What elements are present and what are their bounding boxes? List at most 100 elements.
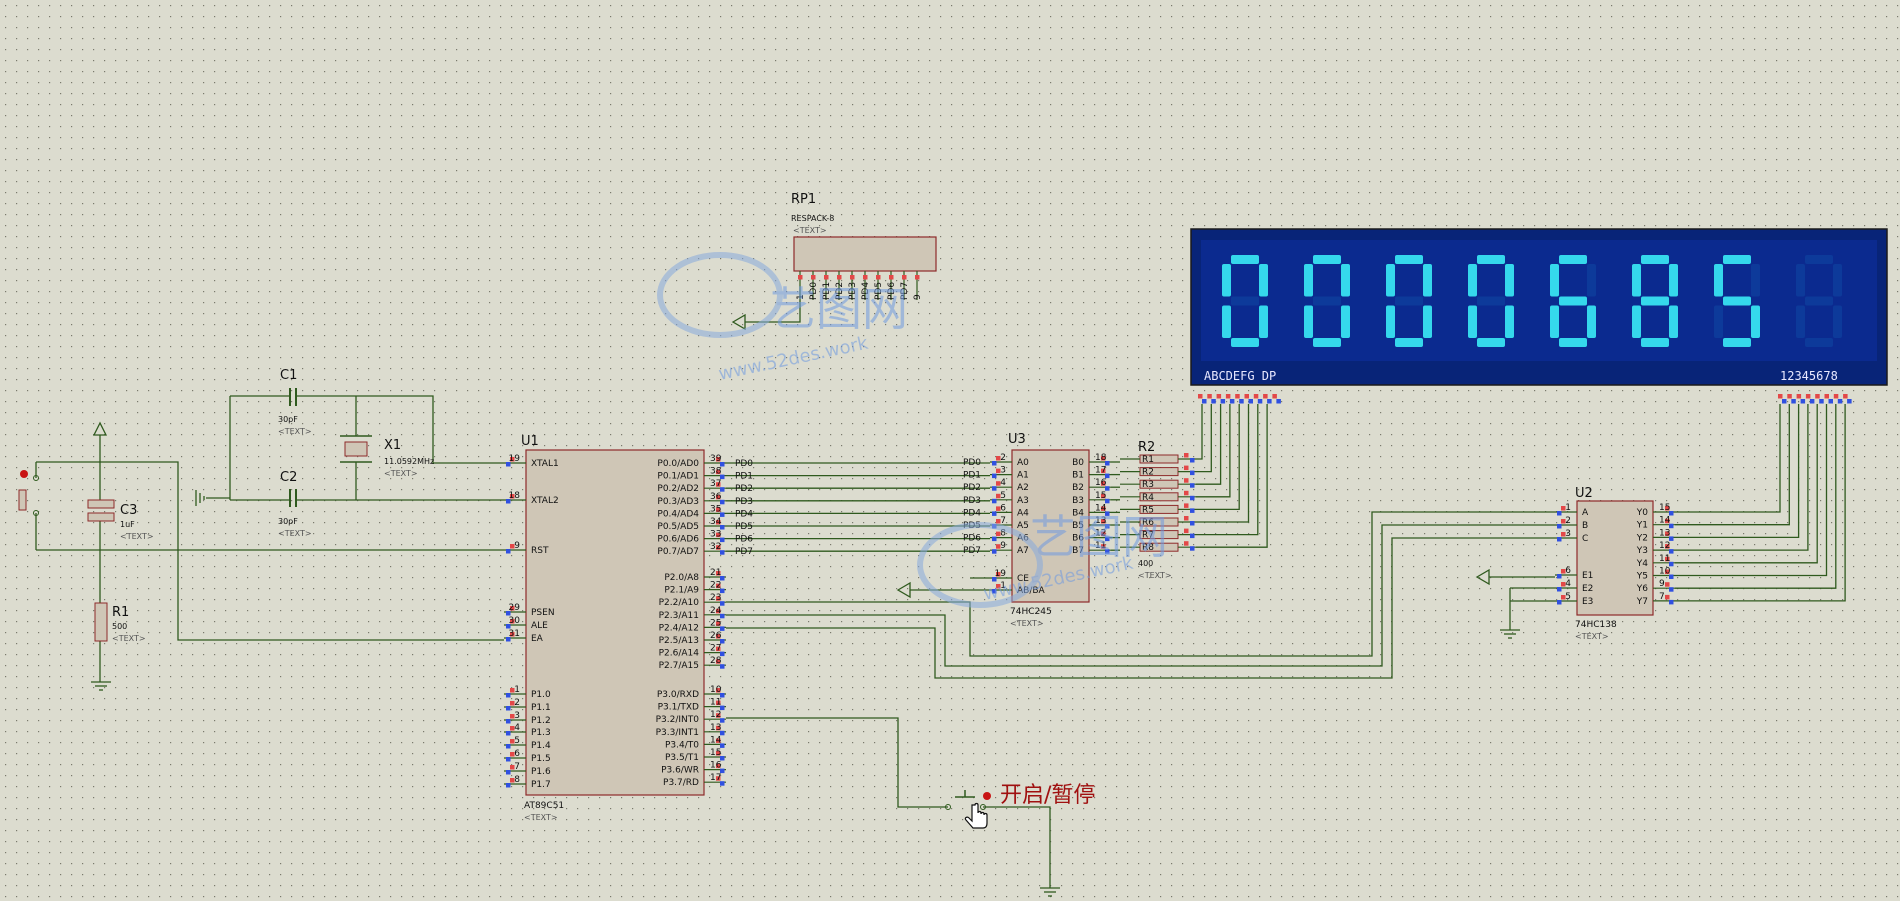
u1-pin-number: 2 [514,698,520,708]
pin-marker [1190,521,1195,526]
segment-c [1423,305,1432,338]
pin-marker [716,469,721,475]
u1-pin-number: 6 [514,749,520,759]
segment-e [1632,305,1641,338]
wire [1675,404,1818,564]
rp1-pin-label: PD3 [848,282,858,300]
r2-resistor-label: R4 [1142,493,1154,503]
pin-marker [1184,490,1189,496]
u3-pin-name: B6 [1072,534,1084,544]
pin-marker [1101,506,1106,511]
pin-marker [1244,394,1249,399]
u1-pin-number: 15 [710,748,721,758]
c2-ref: C2 [280,470,297,485]
u1-microcontroller[interactable]: U1 XTAL119XTAL218RST9PSEN29ALE30EA31P1.0… [504,434,753,822]
pin-marker [992,536,997,542]
r2-value: 400 [1138,559,1153,568]
u1-net-label: PD1 [735,472,753,482]
segment-f [1386,264,1395,297]
u3-bus-transceiver[interactable]: U3 A02PD0A13PD1A24PD2A35PD3A46PD4A57PD5A… [963,432,1111,628]
u1-pin-number: 13 [710,723,721,733]
pin-marker [1184,541,1189,546]
pin-marker [510,765,515,770]
pin-marker [1101,544,1106,549]
vcc-symbol-rp1 [731,313,746,331]
u3-pin-name: B7 [1072,546,1084,556]
start-pause-button[interactable]: 开启/暂停 [945,783,1096,829]
r1-resistor[interactable]: R1 500 <TEXT> [94,602,146,643]
u2-pin-name: Y0 [1636,508,1648,518]
pin-marker [1190,483,1195,488]
u2-value: 74HC138 [1575,620,1617,630]
segment-c [1833,305,1842,338]
pin-marker [863,275,868,280]
u3-pin-number: 2 [1000,453,1006,463]
segment-g [1641,296,1669,306]
wire [1196,404,1212,473]
wire [726,524,1555,667]
u3-pin-name: AB/BA [1017,586,1046,596]
pin-marker [506,757,511,762]
c2-capacitor[interactable]: C2 30pF <TEXT> [278,470,312,538]
wire [1675,404,1800,539]
seven-segment-display[interactable]: ABCDEFG DP 12345678 [1190,228,1888,404]
pin-marker [996,468,1001,474]
u3-pin-number: 1 [1000,581,1006,591]
pin-marker [889,275,894,280]
u1-net-label: PD3 [735,497,753,507]
segment-a [1313,255,1341,264]
c3-capacitor[interactable]: C3 1uF <TEXT> [87,499,154,541]
reset-button[interactable] [18,470,39,516]
segment-a [1231,255,1259,264]
segment-g [1559,296,1587,306]
x1-crystal[interactable]: X1 11.0592MHz <TEXT> [340,435,434,478]
u3-pin-name: B3 [1072,496,1084,506]
u3-pin-number: 13 [1095,516,1106,526]
r2-resistor-label: R6 [1142,518,1154,528]
pin-marker [1557,600,1562,605]
x1-value: 11.0592MHz [384,457,434,466]
wire [1196,404,1240,511]
segment-e [1796,305,1805,338]
u2-pin-name: Y6 [1636,584,1648,594]
pin-marker [720,756,725,761]
c3-value: 1uF [120,520,135,529]
segment-d [1559,338,1587,347]
u1-pin-number: 8 [514,775,520,785]
u1-net-label: PD6 [735,535,753,545]
segment-g [1723,296,1751,306]
segment-f [1222,264,1231,297]
u1-pin-name: P1.6 [531,767,551,777]
vcc-symbol-u3 [896,581,911,599]
pin-marker [996,481,1001,486]
pin-marker [811,275,816,280]
pin-marker [996,519,1001,524]
u1-pin-number: 29 [509,603,521,613]
u1-body [525,449,705,796]
u1-pin-name: P0.1/AD1 [657,472,699,482]
wires [35,300,1846,888]
segment-f [1304,264,1313,297]
pin-marker [1184,503,1189,508]
segment-d [1641,338,1669,347]
u3-pin-name: B4 [1072,508,1084,518]
pin-marker [720,512,725,517]
rp1-body [793,236,937,272]
u3-net-label: PD0 [963,458,981,468]
wire [296,395,504,464]
pin-marker [506,462,511,467]
u2-pin-number: 1 [1565,503,1571,513]
u1-pin-name: ALE [531,621,548,631]
pin-marker [720,693,725,698]
u3-pin-number: 18 [1095,453,1107,463]
rp1-pin-label: PD5 [874,282,884,300]
display-digit [1468,255,1514,347]
pin-marker [996,584,1001,589]
u1-pin-number: 21 [710,568,721,578]
c1-capacitor[interactable]: C1 30pF <TEXT> [278,368,312,436]
